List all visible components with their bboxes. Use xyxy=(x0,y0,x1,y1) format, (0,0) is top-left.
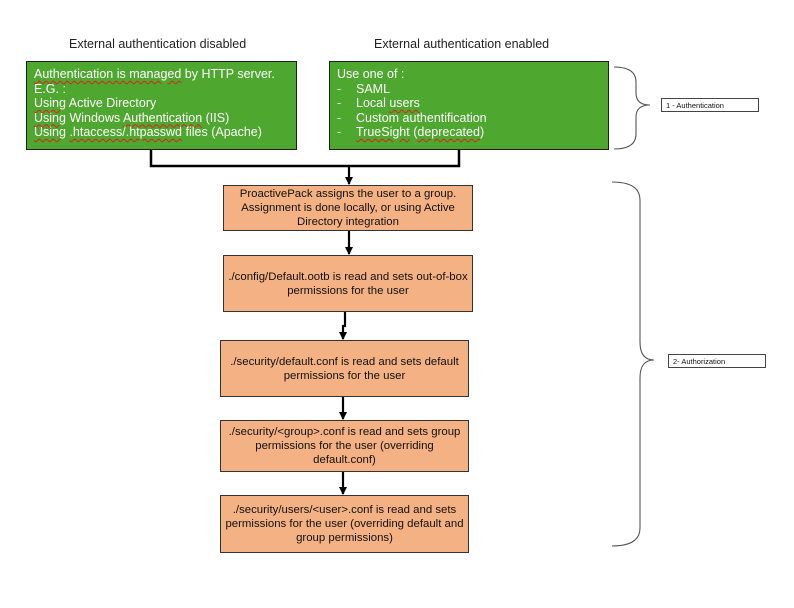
step-read-user-conf: ./security/users/<user>.conf is read and… xyxy=(220,495,469,553)
left-box-line-1: Authentication is managed by HTTP server… xyxy=(34,67,275,81)
heading-ext-auth-enabled: External authentication enabled xyxy=(374,37,550,51)
authentication-phase-label: 1 - Authentication xyxy=(661,98,759,112)
left-box-line-4: Using Windows Authentication (IIS) xyxy=(34,110,230,125)
authentication-brace xyxy=(613,66,651,150)
right-box-intro: Use one of : xyxy=(337,67,405,81)
step-read-group-conf: ./security/<group>.conf is read and sets… xyxy=(220,420,469,472)
left-box-line-2: E.G. : xyxy=(34,81,66,96)
auth-option-truesight: -TrueSight (deprecated) xyxy=(337,125,485,139)
merge-connector xyxy=(149,150,461,168)
http-server-auth-box: Authentication is managed by HTTP server… xyxy=(26,61,297,150)
auth-option-custom: -Custom authentification xyxy=(337,110,487,125)
left-box-line-5: Using .htaccess/.htpasswd files (Apache) xyxy=(34,125,262,139)
step-read-default-ootb: ./config/Default.ootb is read and sets o… xyxy=(223,255,473,312)
auth-option-saml: -SAML xyxy=(337,81,391,96)
auth-option-local-users: -Local users xyxy=(337,96,420,110)
heading-ext-auth-disabled: External authentication disabled xyxy=(69,37,247,51)
arrow-to-step-3 xyxy=(339,312,347,340)
step-read-default-conf: ./security/default.conf is read and sets… xyxy=(220,340,469,397)
authorization-brace xyxy=(611,181,655,547)
external-auth-options-box: Use one of : -SAML -Local users -Custom … xyxy=(329,61,609,150)
authorization-phase-label: 2- Authorization xyxy=(668,354,766,368)
step-assign-group: ProactivePack assigns the user to a grou… xyxy=(223,185,473,231)
left-box-line-3: Using Active Directory xyxy=(34,96,157,110)
